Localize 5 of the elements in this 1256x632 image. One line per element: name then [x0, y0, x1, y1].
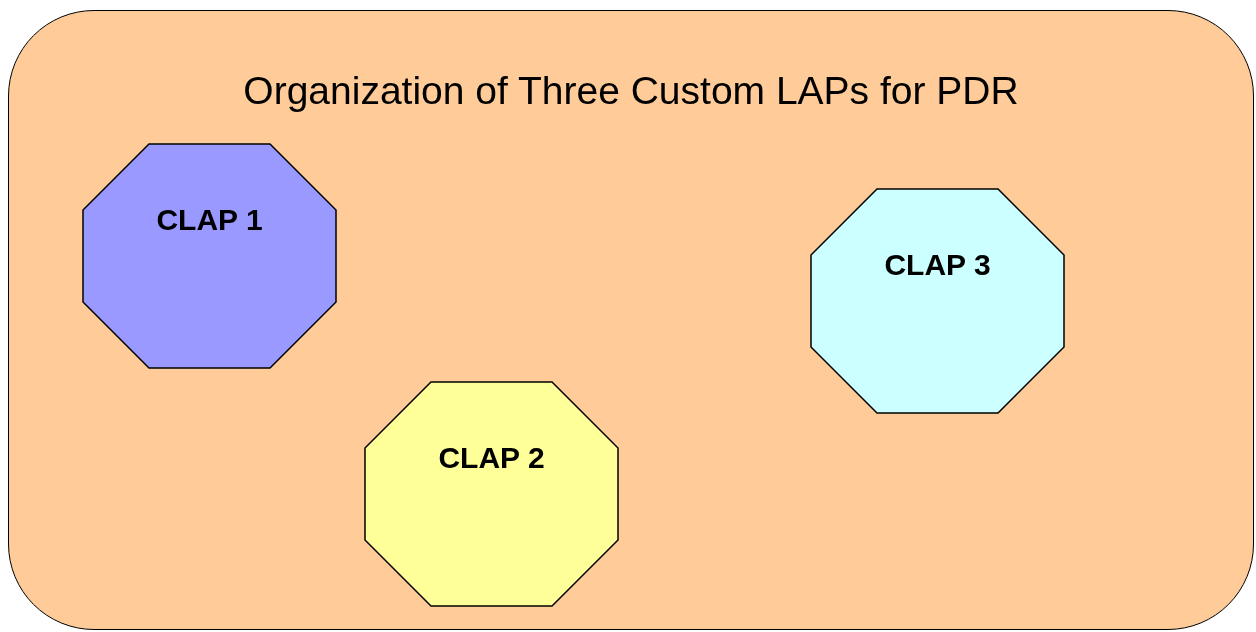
octagon-label: CLAP 3: [884, 248, 991, 282]
rounded-panel: [8, 10, 1254, 630]
octagon-label: CLAP 2: [438, 441, 545, 475]
octagon-label: CLAP 1: [156, 203, 263, 237]
panel-title: Organization of Three Custom LAPs for PDR: [242, 69, 1020, 113]
